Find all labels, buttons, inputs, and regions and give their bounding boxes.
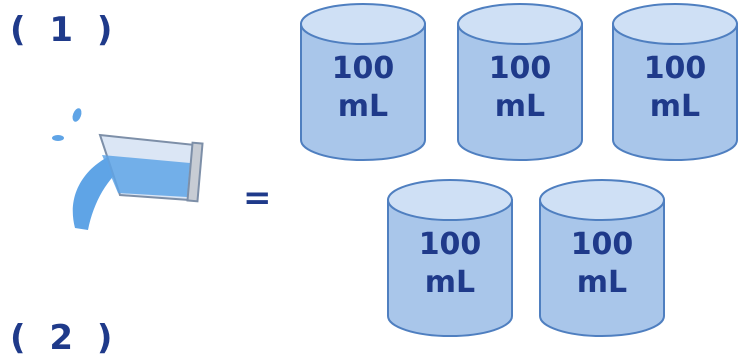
cylinder-unit: mL <box>494 89 546 124</box>
cylinder-unit: mL <box>337 89 389 124</box>
equals-sign: = <box>243 178 272 218</box>
cylinder-unit: mL <box>576 265 628 300</box>
cylinder-amount: 100 <box>643 51 707 86</box>
problem-label-2: ( 2 ) <box>10 318 119 358</box>
pouring-cup-icon <box>52 108 204 230</box>
cylinder-amount: 100 <box>570 227 634 262</box>
cylinder-amount: 100 <box>418 227 482 262</box>
cylinder-amount: 100 <box>488 51 552 86</box>
cylinder-unit: mL <box>649 89 701 124</box>
cylinder-amount: 100 <box>331 51 395 86</box>
problem-label-1: ( 1 ) <box>10 10 119 50</box>
cylinder-unit: mL <box>424 265 476 300</box>
